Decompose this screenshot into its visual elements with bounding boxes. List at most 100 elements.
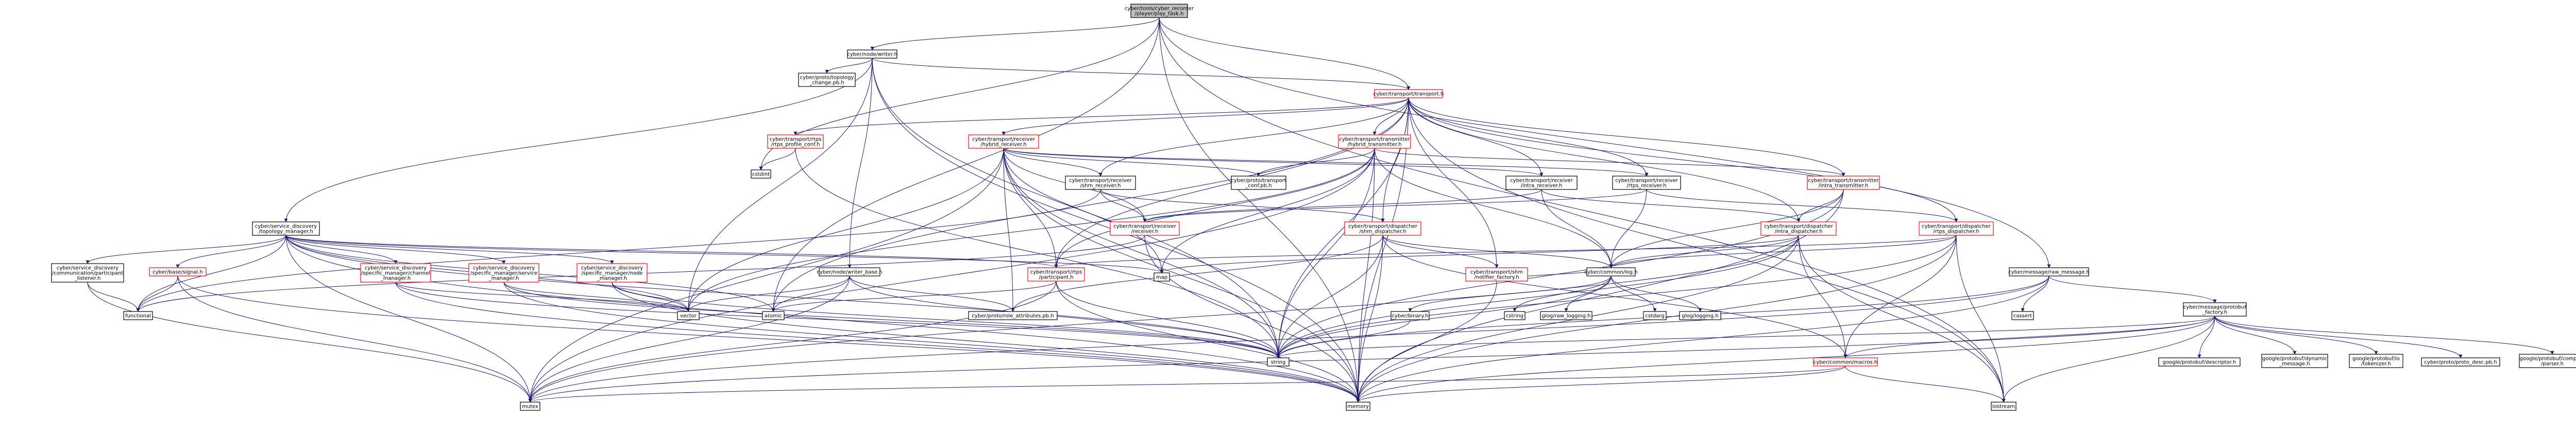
edge-shm_dispatcher-to-memory	[1356, 235, 1383, 403]
node-intra_transmitter[interactable]: cyber/transport/transmitter/intra_transm…	[1807, 176, 1880, 190]
node-proto_desc-label: cyber/proto/proto_desc.pb.h	[2424, 360, 2497, 366]
node-hybrid_receiver[interactable]: cyber/transport/receiver/hybrid_receiver…	[968, 134, 1039, 149]
node-binary[interactable]: cyber/binary.h	[1391, 311, 1430, 320]
node-atomic[interactable]: atomic	[762, 311, 785, 320]
edge-service_manager-to-string	[503, 282, 1280, 358]
edge-transport-to-hybrid_receiver	[1002, 97, 1409, 135]
node-topology_manager-box	[252, 221, 320, 236]
node-proto_desc[interactable]: cyber/proto/proto_desc.pb.h	[2421, 357, 2500, 367]
node-memory[interactable]: memory	[1346, 402, 1370, 411]
node-cstdarg-label: cstdarg	[1645, 314, 1664, 319]
node-intra_dispatcher-label: /intra_dispatcher.h	[1774, 229, 1822, 235]
node-node_manager[interactable]: cyber/service_discovery/specific_manager…	[577, 263, 648, 283]
node-node_manager-label: _manager.h	[597, 276, 628, 282]
edge-transport-to-rtps_dispatcher	[1408, 97, 1958, 222]
node-cassert[interactable]: cassert	[2011, 311, 2034, 320]
node-participant-box	[1027, 267, 1085, 282]
node-cstring[interactable]: cstring	[1504, 311, 1526, 320]
node-shm_dispatcher[interactable]: cyber/transport/dispatcher/shm_dispatche…	[1344, 221, 1421, 236]
node-functional[interactable]: functional	[123, 311, 153, 320]
edge-topology_manager-to-node_manager	[285, 235, 614, 264]
node-raw_message-label: cyber/message/raw_message.h	[2008, 270, 2090, 275]
node-rtps_receiver-label: /rtps_receiver.h	[1626, 183, 1666, 189]
node-root[interactable]: cyber/tools/cyber_recorder/player/play_t…	[1125, 4, 1194, 18]
node-protobuf_factory-label: cyber/message/protobuf	[2183, 305, 2247, 310]
node-tokenizer[interactable]: google/protobuf/io/tokenizer.h	[2349, 354, 2403, 368]
node-receiver[interactable]: cyber/transport/receiver/receiver.h	[1110, 221, 1180, 236]
edge-participant-to-mutex	[528, 281, 1057, 403]
node-role_attributes-box	[968, 311, 1058, 320]
node-participant[interactable]: cyber/transport/rtps/participant.h	[1027, 267, 1085, 282]
node-hybrid_transmitter-label: /hybrid_transmitter.h	[1347, 142, 1401, 148]
node-conf_pb[interactable]: cyber/proto/transport_conf.pb.h	[1231, 176, 1286, 190]
node-hybrid_receiver-label: cyber/transport/receiver	[972, 137, 1036, 143]
node-glog_logging[interactable]: glog/logging.h	[1679, 311, 1721, 320]
node-rtps_dispatcher[interactable]: cyber/transport/dispatcher/rtps_dispatch…	[1919, 221, 1994, 236]
node-mutex[interactable]: mutex	[520, 402, 540, 411]
node-rtps_profile[interactable]: cyber/transport/rtps/rtps_profile_conf.h	[767, 134, 824, 149]
edge-transport-to-notifier_factory	[1408, 97, 1499, 268]
node-string[interactable]: string	[1267, 357, 1290, 367]
edge-raw_message-to-mutex	[528, 275, 2049, 403]
node-macros[interactable]: cyber/common/macros.h	[1813, 357, 1878, 367]
node-conf_pb-label: _conf.pb.h	[1245, 183, 1272, 189]
edge-intra_transmitter-to-memory	[1356, 189, 1844, 403]
node-intra_receiver[interactable]: cyber/transport/receiver/intra_receiver.…	[1505, 176, 1578, 190]
node-notifier_factory[interactable]: cyber/transport/shm/notifier_factory.h	[1465, 267, 1528, 282]
node-shm_receiver[interactable]: cyber/transport/receiver/shm_receiver.h	[1065, 176, 1136, 190]
node-service_manager-label: _manager.h	[488, 276, 519, 282]
edge-service_manager-to-memory	[503, 282, 1360, 403]
node-compiler_parser[interactable]: google/protobuf/compiler/parser.h	[2519, 354, 2576, 368]
node-log[interactable]: cyber/common/log.h	[1584, 267, 1638, 276]
node-service_manager[interactable]: cyber/service_discovery/specific_manager…	[468, 263, 539, 283]
node-memory-label: memory	[1347, 404, 1369, 410]
node-iostream[interactable]: iostream	[1991, 402, 2016, 411]
edge-topology_manager-to-map	[285, 235, 1164, 273]
edge-rtps_dispatcher-to-string	[1276, 235, 1957, 358]
node-channel_manager[interactable]: cyber/service_discovery/specific_manager…	[360, 263, 431, 283]
node-cstdint[interactable]: cstdint	[751, 169, 771, 179]
node-shm_receiver-label: /shm_receiver.h	[1080, 183, 1121, 189]
node-descriptor[interactable]: google/protobuf/descriptor.h	[2158, 357, 2241, 367]
edge-topology_manager-to-service_manager	[285, 235, 506, 264]
node-map[interactable]: map	[1154, 272, 1170, 282]
edge-hybrid_transmitter-to-conf_pb	[1257, 148, 1375, 177]
node-intra_dispatcher[interactable]: cyber/transport/dispatcher/intra_dispatc…	[1760, 221, 1837, 236]
node-cstdarg[interactable]: cstdarg	[1643, 311, 1667, 320]
node-notifier_factory-label: /notifier_factory.h	[1474, 275, 1519, 281]
edge-writer_base-to-vector	[686, 275, 850, 312]
node-raw_message[interactable]: cyber/message/raw_message.h	[2008, 267, 2090, 276]
node-writer-box	[847, 49, 897, 59]
node-functional-label: functional	[125, 314, 151, 319]
node-transport[interactable]: cyber/transport/transport.h	[1374, 89, 1444, 98]
edges-layer	[86, 17, 2554, 403]
node-transport-label: cyber/transport/transport.h	[1374, 92, 1444, 97]
node-protobuf_factory[interactable]: cyber/message/protobuf_factory.h	[2183, 302, 2247, 317]
node-writer_base[interactable]: cyber/node/writer_base.h	[817, 267, 883, 276]
edge-intra_dispatcher-to-macros	[1798, 235, 1848, 358]
node-log-label: cyber/common/log.h	[1584, 270, 1637, 275]
node-participant_listener[interactable]: cyber/service_discovery/communication/pa…	[51, 263, 124, 283]
edge-hybrid_receiver-to-conf_pb	[1003, 148, 1261, 177]
edge-log-to-binary	[1408, 275, 1612, 312]
node-topology_manager[interactable]: cyber/service_discovery/topology_manager…	[252, 221, 320, 236]
edge-rtps_profile-to-cstdint	[759, 148, 796, 170]
node-role_attributes[interactable]: cyber/proto/role_attributes.pb.h	[968, 311, 1058, 320]
edge-writer_base-to-mutex	[528, 275, 850, 403]
node-writer[interactable]: cyber/node/writer.h	[847, 49, 897, 59]
edge-shm_receiver-to-shm_dispatcher	[1100, 189, 1385, 222]
node-dynamic_message[interactable]: google/protobuf/dynamic_message.h	[2261, 354, 2328, 368]
node-vector[interactable]: vector	[677, 311, 700, 320]
node-map-box	[1154, 272, 1170, 282]
node-macros-box	[1813, 357, 1878, 367]
edge-hybrid_receiver-to-shm_receiver	[1003, 148, 1103, 177]
node-root-label: /player/play_task.h	[1135, 11, 1184, 17]
node-hybrid_transmitter[interactable]: cyber/transport/transmitter/hybrid_trans…	[1338, 134, 1411, 149]
node-topology_change[interactable]: cyber/proto/topology_change.pb.h	[798, 73, 856, 87]
edge-raw_message-to-memory	[1356, 275, 2049, 403]
edge-rtps_receiver-to-receiver	[1143, 189, 1647, 222]
node-rtps_receiver[interactable]: cyber/transport/receiver/rtps_receiver.h	[1612, 176, 1681, 190]
node-map-label: map	[1156, 275, 1167, 281]
node-signal[interactable]: cyber/base/signal.h	[149, 267, 207, 276]
node-glog_raw_logging[interactable]: glog/raw_logging.h	[1540, 311, 1592, 320]
